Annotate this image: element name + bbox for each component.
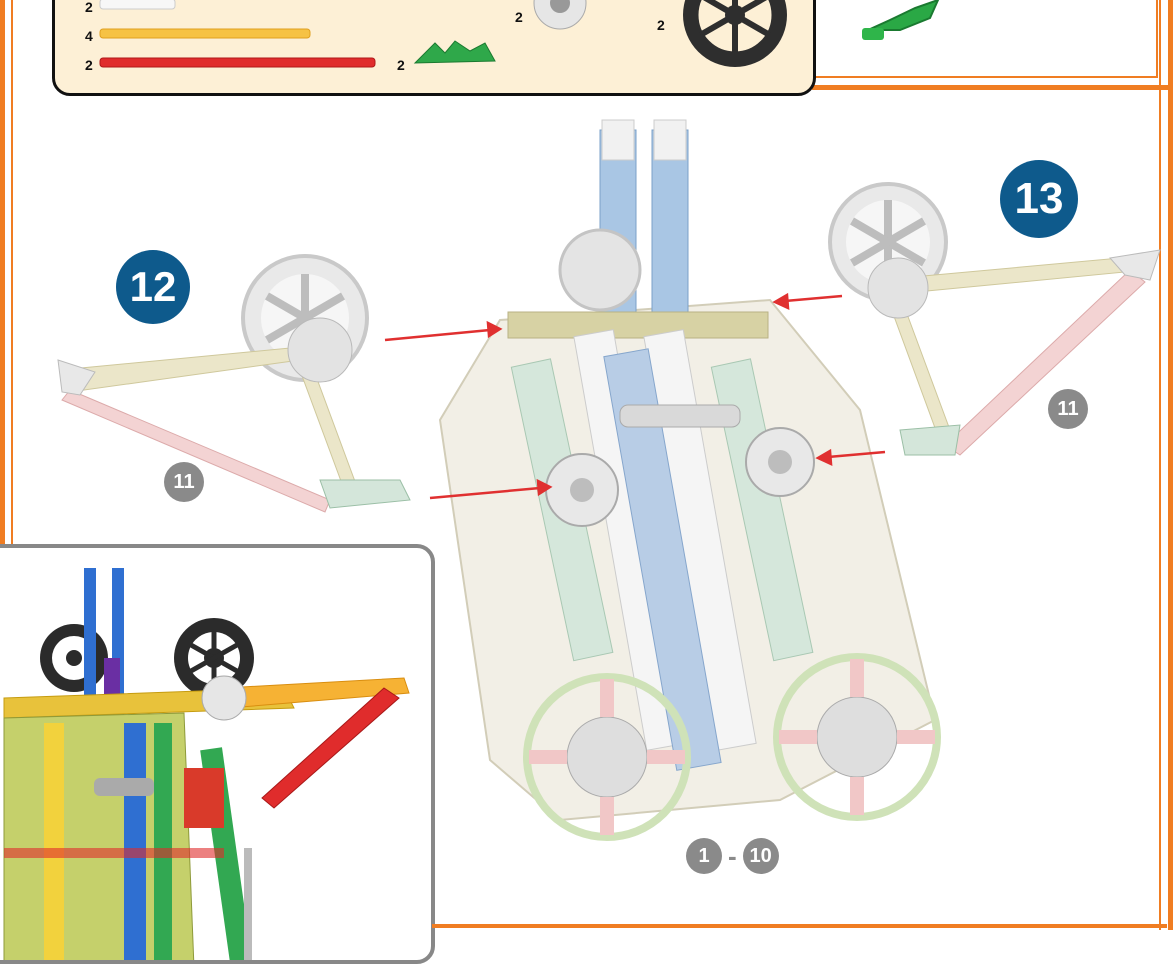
- substep-range: 1 - 10: [686, 838, 779, 874]
- bottom-frame-line: [432, 924, 1167, 928]
- substep-range-start: 1: [686, 838, 722, 874]
- substep-range-end: 10: [743, 838, 779, 874]
- right-assembly: [830, 184, 1160, 455]
- substep-11-right-badge: 11: [1048, 389, 1088, 429]
- substep-range-separator: -: [728, 841, 737, 872]
- color-model-illustration: [0, 548, 435, 964]
- substep-11-left-badge: 11: [164, 462, 204, 502]
- color-preview-inset: [0, 544, 435, 964]
- left-assembly: [58, 256, 410, 512]
